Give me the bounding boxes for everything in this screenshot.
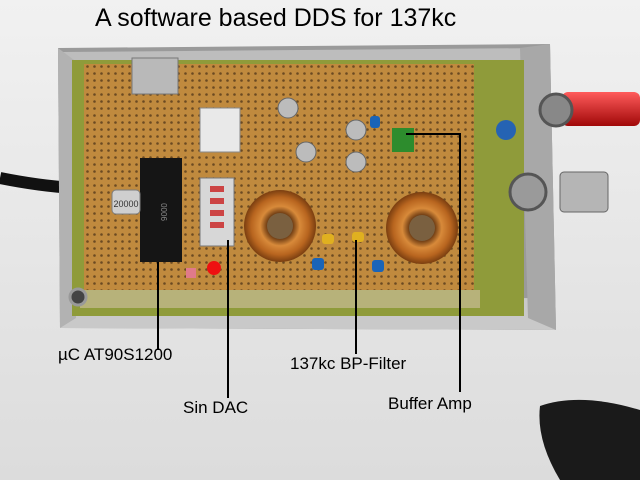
crystal-marking: 20000 — [113, 199, 138, 209]
red-led — [207, 261, 221, 275]
transistor-3 — [345, 119, 367, 141]
green-capacitor — [392, 128, 414, 152]
transistor-4 — [345, 151, 367, 173]
annotation-lines — [157, 133, 461, 398]
blue-inductor — [496, 120, 516, 140]
red-connector-nut — [538, 92, 574, 128]
photo-title: A software based DDS for 137kc — [95, 4, 457, 32]
label-buffer-amp: Buffer Amp — [388, 394, 472, 413]
crystal: 20000 — [111, 189, 141, 215]
oscillator-module — [199, 107, 241, 153]
mounting-screw — [68, 287, 88, 307]
leader-line-buffer — [406, 133, 461, 392]
label-microcontroller: µC AT90S1200 — [58, 345, 173, 364]
microcontroller-chip: 0006 — [140, 158, 182, 262]
label-bp-filter: 137kc BP-Filter — [290, 354, 407, 373]
transistor-1 — [277, 97, 299, 119]
board-edge-strip — [80, 290, 480, 308]
black-cloth — [539, 399, 640, 480]
label-sin-dac: Sin DAC — [183, 398, 249, 417]
dac-resistors — [210, 186, 224, 228]
pin-header — [131, 57, 179, 95]
bnc-connector — [559, 171, 609, 213]
chip-marking: 0006 — [159, 203, 168, 221]
small-capacitors — [186, 116, 384, 278]
transistor-2 — [295, 141, 317, 163]
red-connector — [562, 92, 640, 126]
